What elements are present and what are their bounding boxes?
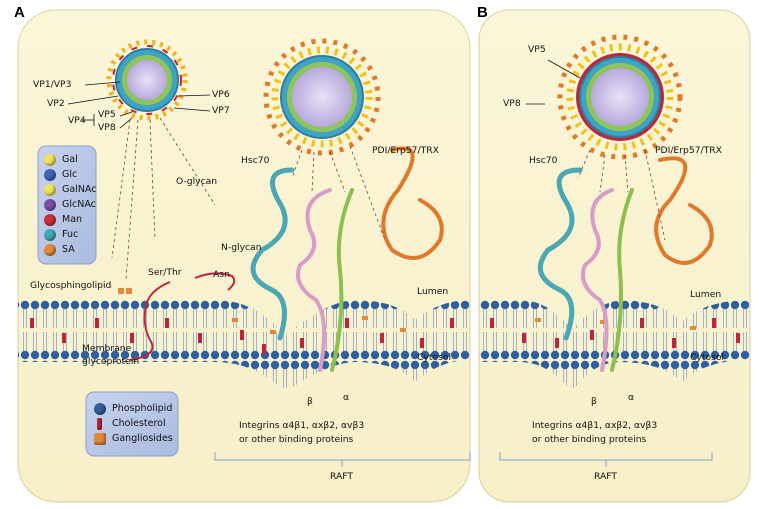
integrins-label-a-line1: Integrins α4β1, αxβ2, αvβ3 xyxy=(239,420,365,431)
leader-lines-b xyxy=(526,59,581,105)
integrins-label-b-line2: or other binding proteins xyxy=(532,434,647,445)
dashed-connectors-a xyxy=(111,117,386,281)
integrin-beta-a xyxy=(296,188,332,372)
integrin-alpha-b xyxy=(610,188,634,372)
legend-item-fuc: Fuc xyxy=(44,227,96,242)
glc-icon xyxy=(44,168,56,181)
leader-lines-a xyxy=(67,81,211,129)
legend-item-galnac: GalNAc xyxy=(44,182,96,197)
pdi-label-b: PDI/Erp57/TRX xyxy=(655,145,722,156)
vp4-label: VP4 xyxy=(68,115,86,126)
membrane-glycoprotein-label-line2: glycoprotein xyxy=(82,356,140,367)
fuc-icon xyxy=(44,228,56,241)
vp1-vp3-label: VP1/VP3 xyxy=(33,79,72,90)
vp7-label: VP7 xyxy=(212,105,230,116)
integrin-beta-b xyxy=(580,188,614,372)
alpha-label-b: α xyxy=(628,392,635,403)
sa-icon xyxy=(44,243,56,256)
vp5-label-b: VP5 xyxy=(528,44,546,55)
cytosol-label-a: Cytosol xyxy=(417,352,452,363)
legend-item-gangliosides: Gangliosides xyxy=(94,431,173,446)
legend-item-cholesterol: Cholesterol xyxy=(94,416,173,431)
phospholipid-icon xyxy=(94,402,106,415)
vp5-label: VP5 xyxy=(98,109,116,120)
legend-item-phospholipid: Phospholipid xyxy=(94,401,173,416)
man-icon xyxy=(44,213,56,226)
legend-item-glcnac: GlcNAc xyxy=(44,197,96,212)
raft-label-a: RAFT xyxy=(330,471,354,482)
asn-label: Asn xyxy=(213,269,230,280)
rotavirus-particle-a xyxy=(106,39,188,121)
beta-label-b: β xyxy=(591,396,597,407)
ganglioside-marks-a xyxy=(118,288,406,334)
panel-b-label: B xyxy=(477,4,488,21)
legend-item-gal: Gal xyxy=(44,152,96,167)
galnac-icon xyxy=(44,183,56,196)
o-glycan-label: O-glycan xyxy=(176,176,218,187)
n-glycan-label: N-glycan xyxy=(221,242,262,253)
lipid-legend-box xyxy=(85,391,179,457)
ser-thr-label: Ser/Thr xyxy=(148,267,182,278)
gal-icon xyxy=(44,153,56,166)
vp8-label: VP8 xyxy=(98,122,116,133)
lumen-label-b: Lumen xyxy=(690,289,722,300)
lumen-label-a: Lumen xyxy=(417,286,449,297)
legend-item-man: Man xyxy=(44,212,96,227)
sugar-legend: Gal Glc GalNAc GlcNAc Man Fuc SA xyxy=(44,152,96,257)
rotavirus-particle-b xyxy=(557,34,683,160)
vp2-label: VP2 xyxy=(47,98,65,109)
legend-item-sa: SA xyxy=(44,242,96,257)
hsc70-label: Hsc70 xyxy=(241,155,270,166)
membrane-glycoprotein-chain xyxy=(129,281,171,361)
cholesterol-marks-b xyxy=(490,318,740,348)
integrin-alpha-a xyxy=(330,188,354,372)
integrins-label-a-line2: or other binding proteins xyxy=(239,434,354,445)
integrins-label-b-line1: Integrins α4β1, αxβ2, αvβ3 xyxy=(532,420,658,431)
pdi-protein-b xyxy=(654,156,714,265)
beta-label-a: β xyxy=(307,396,313,407)
membrane-b xyxy=(479,300,750,392)
asn-chain xyxy=(194,272,236,291)
vp6-label: VP6 xyxy=(212,89,230,100)
membrane-a xyxy=(18,300,470,392)
rotavirus-particle-a-large xyxy=(263,38,381,156)
panel-a-label: A xyxy=(14,4,25,21)
ganglioside-icon xyxy=(94,432,106,445)
hsc70-label-b: Hsc70 xyxy=(529,155,558,166)
ganglioside-marks-b xyxy=(535,318,696,330)
hsc70-protein-b xyxy=(537,167,583,341)
glcnac-icon xyxy=(44,198,56,211)
dashed-connectors-b xyxy=(577,149,666,241)
glycosphingolipid-label: Glycosphingolipid xyxy=(30,280,112,291)
cholesterol-marks-a xyxy=(30,318,454,354)
lipid-legend: Phospholipid Cholesterol Gangliosides xyxy=(94,401,173,446)
alpha-label-a: α xyxy=(343,392,350,403)
hsc70-protein-a xyxy=(250,167,295,341)
cholesterol-icon xyxy=(97,417,102,430)
pdi-label: PDI/Erp57/TRX xyxy=(372,145,439,156)
membrane-glycoprotein-label-line1: Membrane xyxy=(82,343,132,354)
vp8-label-b: VP8 xyxy=(503,98,521,109)
raft-label-b: RAFT xyxy=(594,471,618,482)
cytosol-label-b: Cytosol xyxy=(690,352,725,363)
legend-item-glc: Glc xyxy=(44,167,96,182)
pdi-protein-a xyxy=(381,146,444,260)
